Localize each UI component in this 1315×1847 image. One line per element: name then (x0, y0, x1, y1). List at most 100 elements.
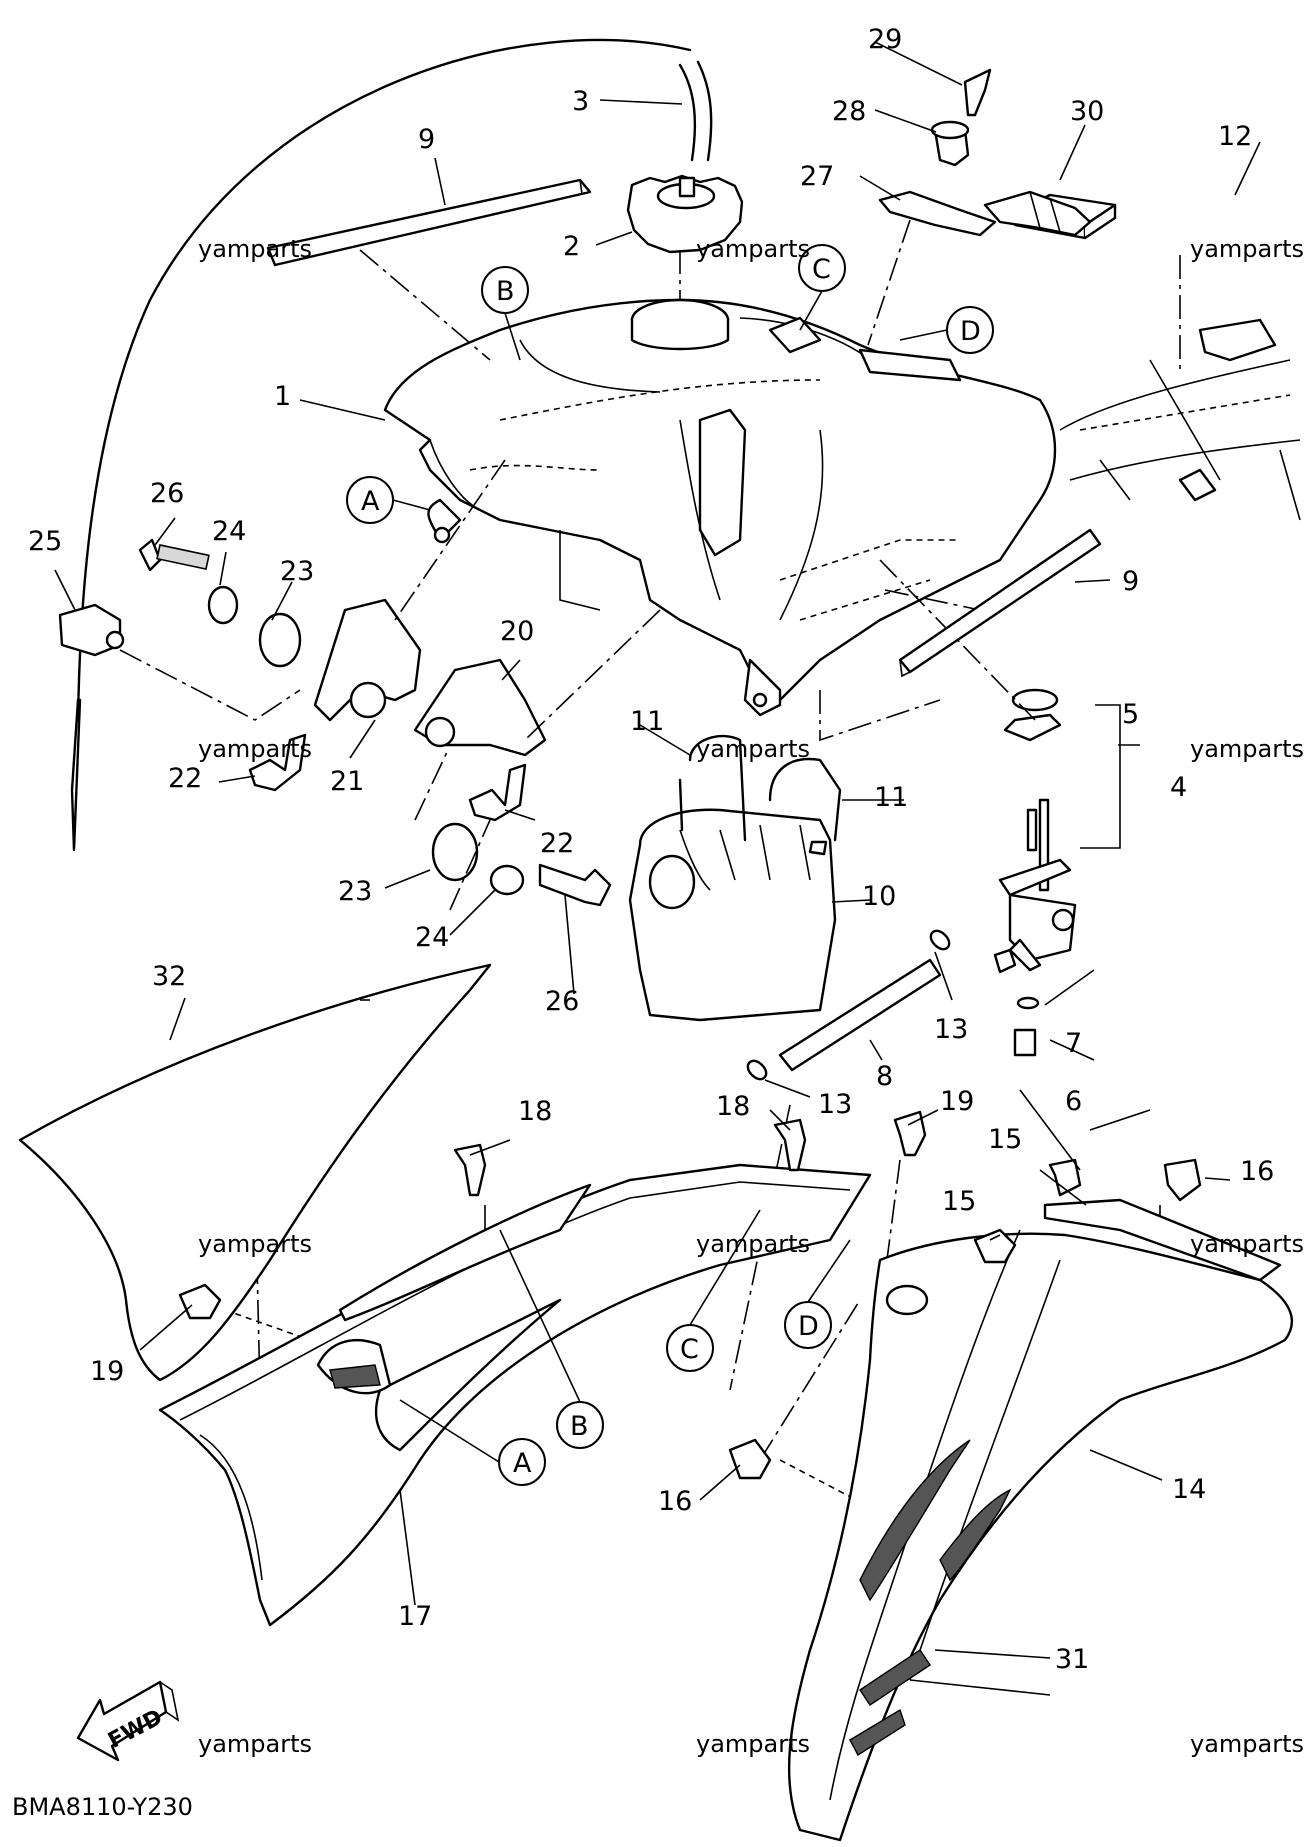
damper-23-upper (258, 612, 302, 668)
callout-11-left: 11 (630, 706, 664, 737)
ref-d-top: D (960, 316, 981, 347)
callout-23-top: 23 (280, 556, 314, 587)
callout-14: 14 (1172, 1474, 1206, 1505)
protector-strip-lower (898, 528, 1102, 674)
callout-20: 20 (500, 616, 534, 647)
callout-12: 12 (1218, 121, 1252, 152)
callout-30: 30 (1070, 96, 1104, 127)
bolt-26-upper (138, 538, 210, 572)
clip-lower (746, 1059, 768, 1081)
callout-9-top: 9 (418, 124, 435, 155)
band-right (768, 757, 842, 842)
watermark-7: yamparts (198, 1230, 312, 1258)
frame-outline (1059, 318, 1301, 521)
side-cover-14 (787, 1198, 1294, 1842)
callout-29: 29 (868, 24, 902, 55)
callout-3: 3 (572, 86, 589, 117)
ref-a-top: A (361, 486, 380, 517)
rivet-16-lower (728, 1438, 772, 1480)
bolt-22-lower (468, 763, 527, 822)
collar-24-upper (207, 585, 239, 625)
diagram-code: BMA8110-Y230 (12, 1793, 193, 1821)
callout-13-right: 13 (934, 1014, 968, 1045)
callout-15-mid: 15 (942, 1186, 976, 1217)
callout-6: 6 (1065, 1086, 1082, 1117)
callout-16-top: 16 (1240, 1156, 1274, 1187)
callout-24-top: 24 (212, 516, 246, 547)
fuel-cock (993, 688, 1077, 1057)
callout-28: 28 (832, 96, 866, 127)
callout-23-bottom: 23 (338, 876, 372, 907)
hook-bracket (878, 190, 997, 237)
watermark-2: yamparts (696, 235, 810, 263)
rivet-16-upper (1163, 1158, 1202, 1202)
rivet-19-left (178, 1283, 222, 1320)
callout-2: 2 (563, 231, 580, 262)
callout-19-left: 19 (90, 1356, 124, 1387)
callout-15-top: 15 (988, 1124, 1022, 1155)
callout-22-top: 22 (168, 763, 202, 794)
ref-a-bottom: A (513, 1448, 532, 1479)
callout-16-bottom: 16 (658, 1486, 692, 1517)
fuel-hose (778, 958, 942, 1072)
callout-9-right: 9 (1122, 566, 1139, 597)
callout-26-top: 26 (150, 478, 184, 509)
callout-17: 17 (398, 1601, 432, 1632)
callout-18-right: 18 (716, 1091, 750, 1122)
routing-strip-left (70, 698, 82, 852)
side-cover-17 (158, 1163, 872, 1627)
clip-upper (929, 929, 951, 951)
watermark-9: yamparts (1190, 1230, 1304, 1258)
watermark-8: yamparts (696, 1230, 810, 1258)
tank-graphic-32 (18, 963, 492, 1382)
ref-b-top: B (496, 276, 515, 307)
ref-c-top: C (812, 254, 831, 285)
watermark-6: yamparts (1190, 735, 1304, 763)
callout-1: 1 (274, 381, 291, 412)
callout-10: 10 (862, 881, 896, 912)
band-left (678, 734, 747, 842)
damper-23-lower (431, 822, 479, 882)
callout-32: 32 (152, 961, 186, 992)
watermark-10: yamparts (198, 1730, 312, 1758)
callout-26-bottom: 26 (545, 986, 579, 1017)
callout-5: 5 (1122, 699, 1139, 730)
ref-c-bottom: C (680, 1334, 699, 1365)
callout-31: 31 (1055, 1644, 1089, 1675)
watermark-4: yamparts (198, 735, 312, 763)
watermark-3: yamparts (1190, 235, 1304, 263)
breather-hose (678, 60, 713, 162)
watermark-1: yamparts (198, 235, 312, 263)
routing-arc-line (76, 38, 692, 722)
watermark-11: yamparts (696, 1730, 810, 1758)
callout-8: 8 (876, 1061, 893, 1092)
watermark-12: yamparts (1190, 1730, 1304, 1758)
callout-24-bottom: 24 (415, 922, 449, 953)
callout-21: 21 (330, 766, 364, 797)
ref-d-bottom: D (798, 1311, 819, 1342)
watermark-5: yamparts (696, 735, 810, 763)
callout-25: 25 (28, 526, 62, 557)
screw-15-upper (1048, 1158, 1082, 1197)
forward-arrow-icon: FWD (76, 1680, 180, 1762)
bolt-18-left (453, 1143, 487, 1197)
cushion-pad (628, 808, 837, 1022)
collar-24-lower (489, 864, 525, 896)
callout-18-left: 18 (518, 1096, 552, 1127)
callout-4: 4 (1170, 772, 1187, 803)
callout-19-right: 19 (940, 1086, 974, 1117)
screw-top (963, 68, 992, 117)
protector-strip-top (266, 178, 592, 267)
callout-13-left: 13 (818, 1089, 852, 1120)
screw-15-lower (973, 1228, 1017, 1264)
fuel-cap (626, 174, 744, 254)
rivet-19-right (893, 1110, 927, 1157)
bolt-22-upper (248, 733, 307, 792)
callout-27: 27 (800, 161, 834, 192)
callout-11-right: 11 (874, 782, 908, 813)
strap (983, 190, 1092, 237)
callout-7: 7 (1065, 1028, 1082, 1059)
bolt-26-lower (538, 863, 612, 907)
bolt-18-right (773, 1118, 807, 1172)
